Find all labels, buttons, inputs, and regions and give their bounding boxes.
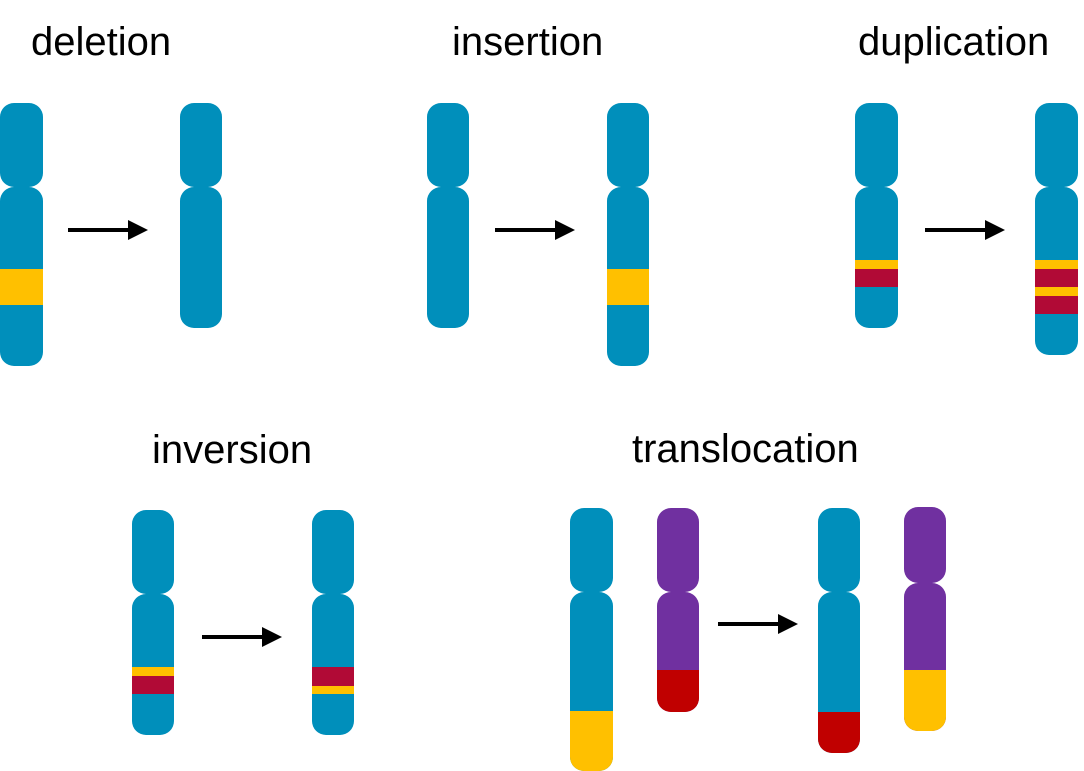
- chromosome-band: [1035, 269, 1078, 287]
- translocation-after-blue-chromosome: [818, 508, 860, 753]
- chromosome-band: [570, 711, 613, 771]
- duplication-arrow: [925, 220, 1005, 240]
- inversion-after-chromosome: [312, 510, 354, 735]
- upper-arm: [570, 508, 613, 592]
- chromosome-band: [1035, 287, 1078, 296]
- title-inversion: inversion: [152, 428, 313, 472]
- deletion-before-chromosome: [0, 103, 43, 366]
- chromosome-band: [607, 269, 649, 305]
- upper-arm: [180, 103, 222, 187]
- title-duplication: duplication: [858, 20, 1050, 64]
- duplication-after-chromosome: [1035, 103, 1078, 355]
- chromosome-band: [312, 667, 354, 686]
- upper-arm: [1035, 103, 1078, 187]
- upper-arm: [855, 103, 898, 187]
- translocation-after-purple-chromosome: [904, 507, 946, 731]
- chromosome-band: [657, 670, 699, 712]
- chromosome-band: [132, 676, 174, 694]
- lower-arm: [132, 594, 174, 735]
- chromosome-band: [132, 667, 174, 676]
- chromosome-band: [312, 686, 354, 694]
- deletion-after-chromosome: [180, 103, 222, 328]
- translocation-before-blue-chromosome: [570, 508, 613, 771]
- insertion-arrow: [495, 220, 575, 240]
- upper-arm: [132, 510, 174, 594]
- chromosome-band: [0, 269, 43, 305]
- chromosome-band: [904, 670, 946, 731]
- lower-arm: [312, 594, 354, 735]
- chromosome-band: [1035, 260, 1078, 269]
- title-insertion: insertion: [452, 20, 604, 64]
- chromosome-band: [855, 269, 898, 287]
- lower-arm: [427, 187, 469, 328]
- duplication-before-chromosome: [855, 103, 898, 328]
- upper-arm: [904, 507, 946, 583]
- upper-arm: [312, 510, 354, 594]
- upper-arm: [607, 103, 649, 187]
- upper-arm: [818, 508, 860, 592]
- upper-arm: [427, 103, 469, 187]
- chromosome-band: [855, 260, 898, 269]
- translocation-before-purple-chromosome: [657, 508, 699, 712]
- inversion-before-chromosome: [132, 510, 174, 735]
- lower-arm: [180, 187, 222, 328]
- upper-arm: [0, 103, 43, 187]
- upper-arm: [657, 508, 699, 592]
- chromosome-band: [1035, 296, 1078, 314]
- insertion-before-chromosome: [427, 103, 469, 328]
- translocation-arrow: [718, 614, 798, 634]
- lower-arm: [855, 187, 898, 328]
- chromosome-band: [818, 712, 860, 753]
- insertion-after-chromosome: [607, 103, 649, 366]
- deletion-arrow: [68, 220, 148, 240]
- title-deletion: deletion: [31, 20, 172, 64]
- inversion-arrow: [202, 627, 282, 647]
- title-translocation: translocation: [632, 427, 859, 471]
